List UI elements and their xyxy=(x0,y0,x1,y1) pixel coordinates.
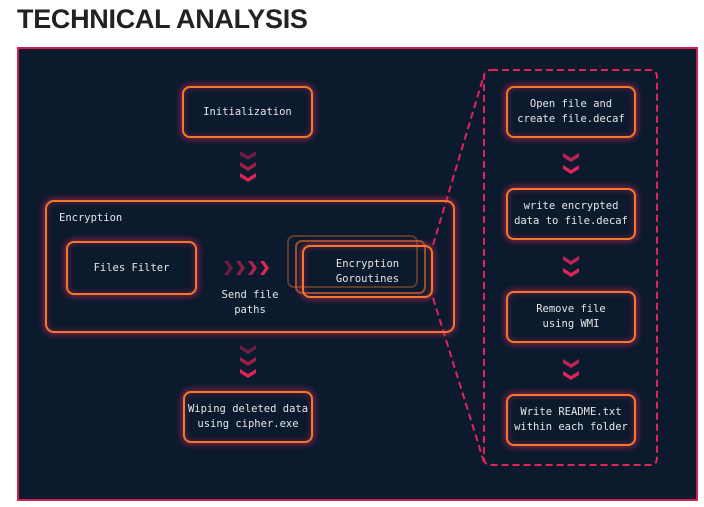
node-initialization: Initialization xyxy=(182,86,313,138)
node-wiping: Wiping deleted data using cipher.exe xyxy=(183,391,313,443)
goroutine-stack-back xyxy=(287,235,418,288)
detail-step-remove-file: Remove file using WMI xyxy=(506,291,636,343)
send-file-paths-label: Send file paths xyxy=(221,289,279,316)
encryption-container: Encryption xyxy=(45,200,455,333)
detail-step-write-readme: Write README.txt within each folder xyxy=(506,394,636,446)
node-files-filter: Files Filter xyxy=(66,241,197,295)
detail-step-write-encrypted: write encrypted data to file.decaf xyxy=(506,188,636,240)
encryption-container-label: Encryption xyxy=(59,212,123,224)
page-title: TECHNICAL ANALYSIS xyxy=(17,4,308,34)
detail-step-open-file: Open file and create file.decaf xyxy=(506,86,636,138)
goroutine-stack-middle xyxy=(295,240,426,294)
node-encryption-goroutines: Encryption Goroutines xyxy=(302,245,433,298)
